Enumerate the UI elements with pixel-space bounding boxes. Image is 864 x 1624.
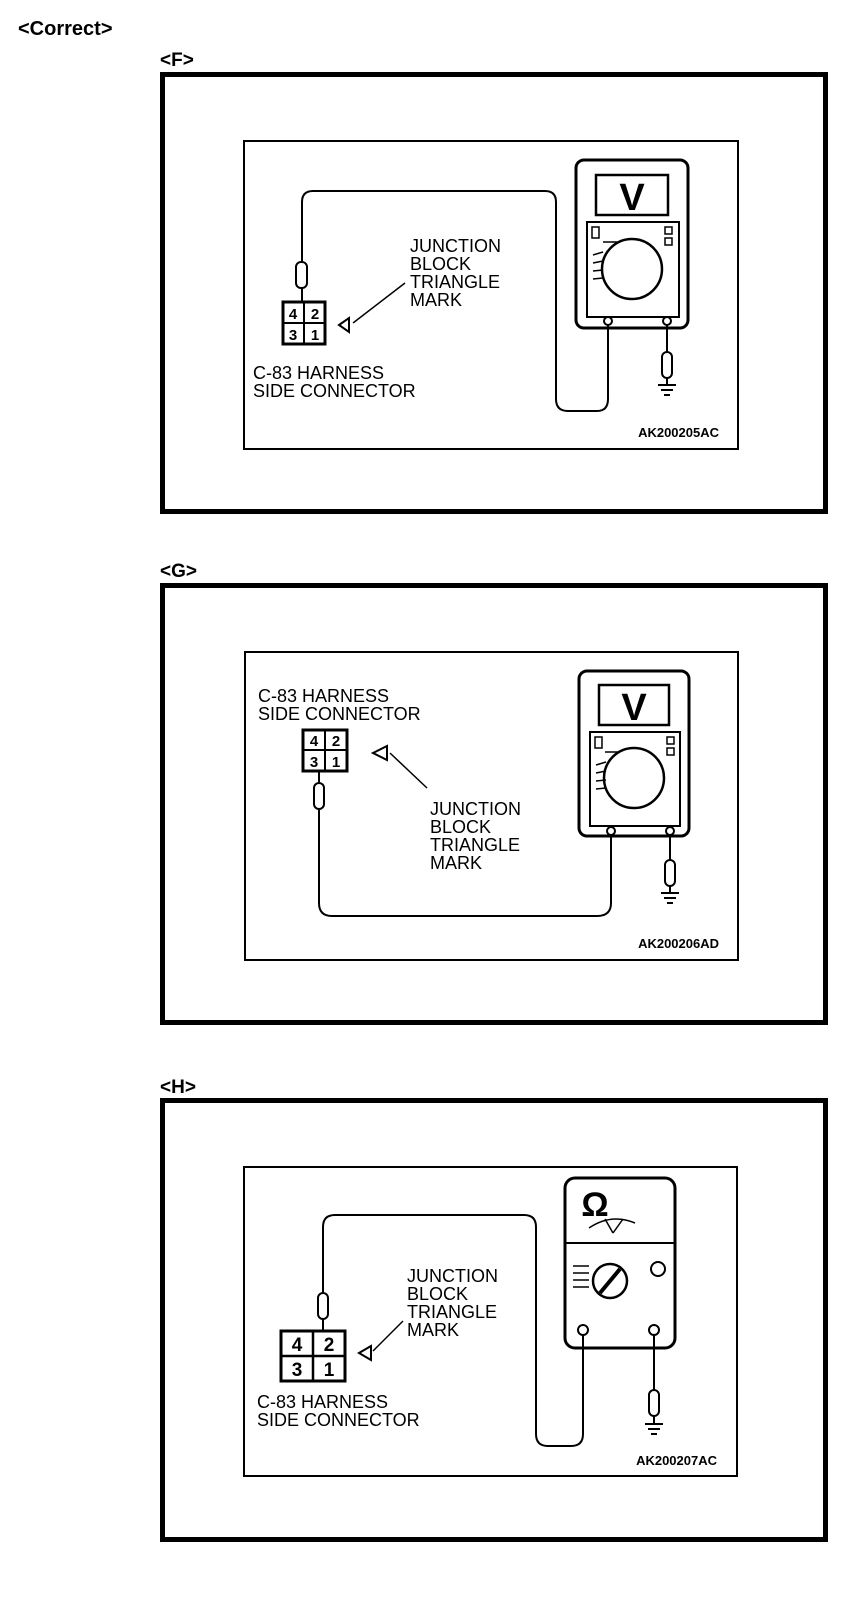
ground-probe-icon [661, 351, 673, 379]
probe-icon [295, 261, 308, 289]
inner-frame [244, 651, 739, 961]
leader-line [372, 1320, 404, 1352]
harness-connector: 4 2 3 1 [281, 300, 327, 346]
figure-code: AK200205AC [638, 425, 720, 440]
ground-icon [645, 1423, 663, 1435]
leader-line [352, 282, 406, 324]
meter-symbol: V [621, 687, 647, 729]
pin-1: 1 [332, 754, 340, 771]
ground-probe-icon [648, 1389, 660, 1417]
panel-g-label: <G> [160, 561, 197, 582]
junction-label: JUNCTION BLOCK TRIANGLE MARK [407, 1266, 503, 1340]
pin-4: 4 [310, 733, 319, 750]
figure-code: AK200207AC [636, 1453, 718, 1468]
pin-4: 4 [292, 1335, 303, 1356]
ground-icon [658, 384, 676, 396]
junction-label: JUNCTION BLOCK TRIANGLE MARK [410, 236, 506, 310]
probe-icon [313, 782, 325, 810]
inner-frame [243, 1166, 738, 1477]
triangle-mark-icon [337, 316, 350, 334]
ground-icon [661, 892, 679, 904]
test-lead [301, 190, 609, 412]
pin-3: 3 [292, 1360, 303, 1381]
pin-3: 3 [310, 754, 318, 771]
panel-h-label: <H> [160, 1077, 196, 1098]
panel-f-diagram: V 4 [243, 140, 739, 450]
pin-3: 3 [289, 327, 297, 344]
panel-f: V 4 [160, 72, 828, 514]
pin-2: 2 [311, 306, 319, 323]
meter-symbol: V [619, 177, 645, 219]
leader-line [389, 752, 428, 789]
connector-label: C-83 HARNESS SIDE CONNECTOR [253, 363, 416, 401]
test-lead [322, 1214, 584, 1447]
harness-connector: 4 2 3 1 [301, 728, 349, 773]
triangle-mark-icon [357, 1344, 372, 1362]
pin-2: 2 [332, 733, 340, 750]
panel-g-diagram: V 4 [244, 651, 739, 961]
probe-icon [317, 1292, 329, 1320]
junction-label: JUNCTION BLOCK TRIANGLE MARK [430, 799, 526, 873]
meter-symbol: Ω [581, 1186, 608, 1224]
test-lead [318, 809, 612, 917]
triangle-mark-icon [370, 744, 388, 762]
panel-h-diagram: Ω 4 [243, 1166, 738, 1477]
connector-label: C-83 HARNESS SIDE CONNECTOR [258, 686, 421, 724]
panel-f-label: <F> [160, 50, 194, 71]
ground-probe-icon [664, 859, 676, 887]
pin-2: 2 [324, 1335, 335, 1356]
voltmeter-icon: V [574, 158, 690, 330]
voltmeter-icon: V [577, 669, 691, 838]
ohmmeter-icon: Ω [563, 1176, 677, 1350]
pin-4: 4 [289, 306, 298, 323]
harness-connector: 4 2 3 1 [279, 1329, 347, 1383]
figure-code: AK200206AD [638, 936, 719, 951]
panel-g: V 4 [160, 583, 828, 1025]
connector-label: C-83 HARNESS SIDE CONNECTOR [257, 1392, 420, 1430]
pin-1: 1 [324, 1360, 335, 1381]
inner-frame [243, 140, 739, 450]
page-heading: <Correct> [18, 18, 113, 40]
pin-1: 1 [311, 327, 319, 344]
panel-h: Ω 4 [160, 1098, 828, 1542]
